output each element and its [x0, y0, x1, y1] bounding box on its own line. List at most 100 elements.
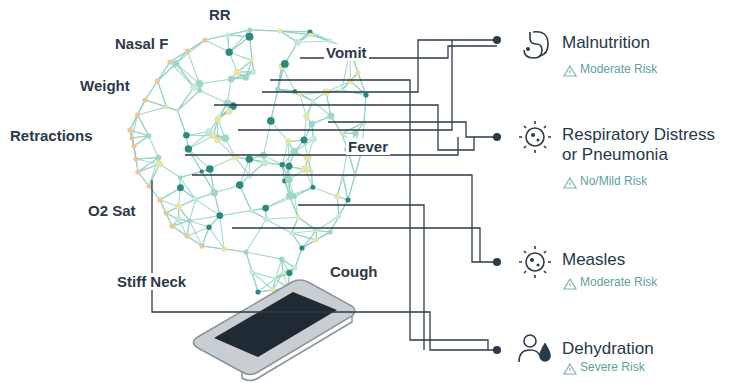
network-node	[206, 225, 211, 230]
phone-edge	[242, 316, 352, 381]
network-link	[188, 136, 213, 149]
network-node	[310, 136, 317, 143]
network-node	[129, 135, 134, 140]
wire	[152, 180, 497, 350]
network-node	[167, 59, 172, 64]
network-node	[173, 60, 179, 66]
network-node	[309, 170, 313, 174]
network-node	[294, 39, 301, 46]
network-link	[300, 95, 306, 117]
network-node	[308, 33, 312, 37]
phone-body	[193, 280, 355, 375]
network-node	[279, 256, 284, 261]
network-link	[202, 246, 224, 249]
feature-label: Cough	[328, 263, 379, 280]
feature-label: Stiff Neck	[115, 273, 188, 290]
network-node	[363, 92, 368, 97]
network-node	[146, 133, 151, 138]
network-node	[169, 223, 174, 228]
network-node	[133, 156, 138, 161]
network-link	[132, 115, 138, 138]
network-link	[342, 73, 358, 91]
network-node	[246, 155, 253, 162]
wire	[328, 122, 497, 137]
phone-illustration	[193, 280, 355, 381]
network-node	[199, 243, 204, 248]
network-link	[178, 87, 194, 111]
network-node	[286, 192, 293, 199]
risk-level: Moderate Risk	[578, 63, 659, 77]
network-link	[145, 100, 167, 107]
wire	[192, 175, 497, 262]
network-link	[348, 175, 355, 200]
network-node	[226, 49, 233, 56]
feature-label: Nasal F	[113, 35, 170, 52]
network-link	[187, 236, 202, 246]
network-link	[178, 87, 194, 111]
network-node	[243, 249, 248, 254]
network-node	[193, 197, 199, 203]
network-link	[246, 252, 282, 259]
network-node	[289, 231, 294, 236]
network-link	[202, 246, 224, 249]
network-link	[294, 197, 298, 218]
risk-level: Moderate Risk	[578, 276, 659, 290]
network-node	[185, 145, 192, 152]
network-node	[228, 76, 235, 83]
network-link	[337, 196, 339, 216]
wire-dot	[493, 258, 501, 266]
network-link	[240, 185, 251, 210]
network-link	[298, 41, 330, 42]
wire	[238, 40, 452, 130]
network-node	[339, 131, 343, 135]
network-link	[310, 32, 330, 41]
network-node	[202, 37, 207, 42]
warning-icon	[564, 364, 576, 374]
network-head	[127, 27, 368, 294]
network-link	[342, 73, 358, 91]
network-node	[327, 229, 332, 234]
network-node	[216, 212, 223, 219]
network-node	[163, 210, 168, 215]
network-link	[310, 35, 330, 41]
wire-dot	[493, 346, 501, 354]
network-node	[352, 130, 358, 136]
network-node	[273, 276, 278, 281]
person-drop-icon	[519, 335, 550, 362]
network-node	[246, 173, 252, 179]
network-node	[285, 176, 293, 184]
network-link	[337, 176, 343, 196]
network-node	[347, 77, 354, 84]
network-link	[220, 216, 224, 249]
network-link	[134, 136, 149, 146]
network-link	[220, 211, 251, 216]
network-node	[178, 175, 183, 180]
network-node	[246, 33, 254, 41]
network-link	[178, 90, 200, 110]
network-link	[292, 233, 316, 240]
risk-level: Severe Risk	[578, 361, 647, 375]
network-link	[339, 200, 348, 216]
feature-label: Vomit	[324, 44, 369, 61]
network-link	[188, 149, 201, 172]
wire	[214, 105, 474, 150]
network-link	[252, 272, 273, 290]
wire	[270, 80, 488, 350]
network-link	[364, 95, 366, 123]
network-node	[177, 184, 184, 191]
network-link	[229, 52, 252, 60]
network-link	[292, 217, 298, 233]
network-node	[327, 112, 334, 119]
network-link	[250, 30, 280, 31]
network-link	[176, 40, 205, 63]
network-link	[263, 121, 270, 155]
risk-level: No/Mild Risk	[578, 175, 649, 189]
network-node	[262, 205, 269, 212]
feature-label: Fever	[346, 138, 390, 155]
outcome-title: Measles	[560, 250, 627, 270]
network-node	[251, 69, 257, 75]
network-link	[364, 95, 366, 123]
network-node	[336, 213, 341, 218]
feature-label: Retractions	[8, 127, 95, 144]
